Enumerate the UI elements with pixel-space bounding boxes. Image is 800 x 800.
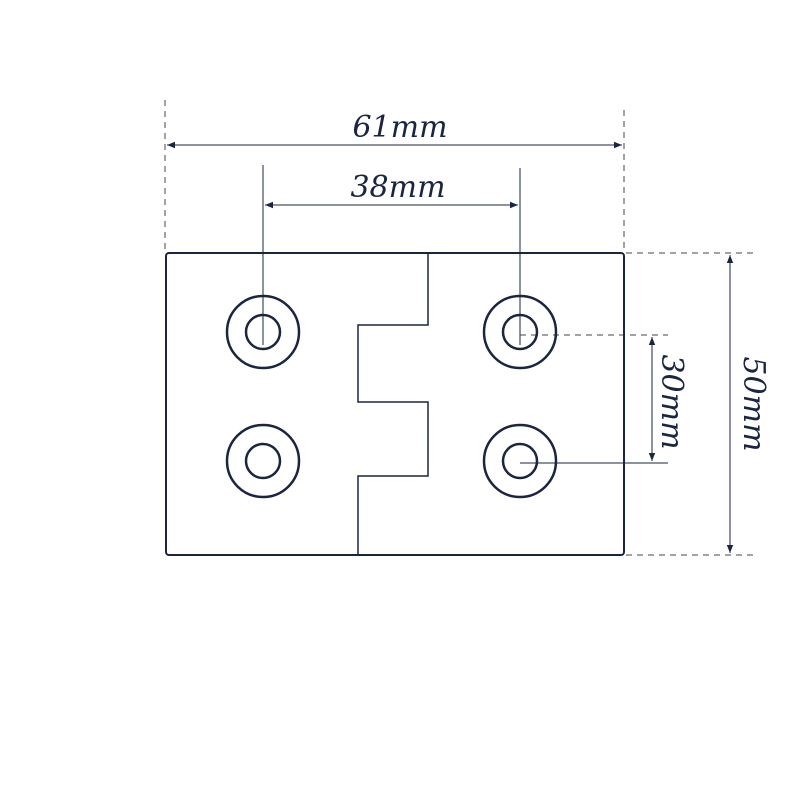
mounting-hole-bottom-left — [225, 423, 301, 499]
hinge-knuckle-line — [357, 253, 429, 555]
mounting-hole-bottom-right — [482, 423, 558, 499]
hinge-plate-outline — [165, 252, 625, 556]
label-overall-height: 50mm — [736, 356, 771, 451]
mounting-hole-top-right — [482, 294, 558, 370]
mounting-hole-top-left — [225, 294, 301, 370]
label-hole-spacing-vertical: 30mm — [654, 354, 689, 449]
label-hole-spacing-horizontal: 38mm — [350, 170, 445, 205]
label-overall-width: 61mm — [352, 110, 447, 145]
